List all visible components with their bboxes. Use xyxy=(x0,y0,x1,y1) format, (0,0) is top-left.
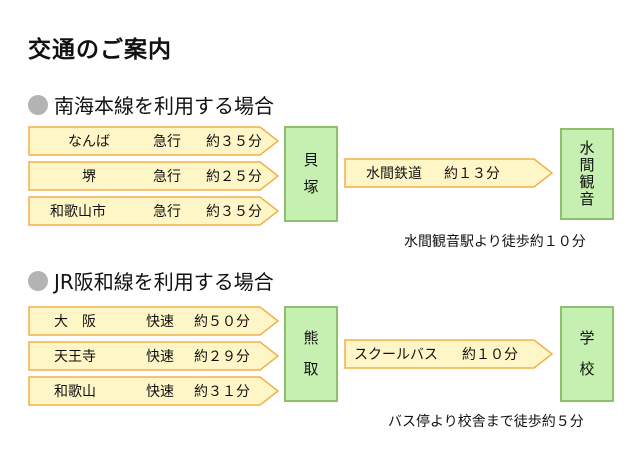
origin-station: 大 阪 xyxy=(54,314,96,330)
arrow-shape xyxy=(28,376,280,406)
station-char: 学 xyxy=(579,328,595,347)
connection-time: 約１０分 xyxy=(462,347,518,363)
origin-time: 約５０分 xyxy=(194,314,250,330)
arrow-shape xyxy=(28,341,280,371)
section-heading-jr: JR阪和線を利用する場合 xyxy=(28,266,274,295)
station-char: 間 xyxy=(579,155,595,174)
origin-service: 快速 xyxy=(146,384,174,400)
station-char: 観 xyxy=(579,173,595,191)
station-char: 熊 xyxy=(303,328,319,347)
origin-arrow-wakayama: 和歌山 快速 約３１分 xyxy=(28,376,280,406)
bullet-icon xyxy=(28,94,48,115)
origin-time: 約３５分 xyxy=(206,204,262,220)
origin-service: 快速 xyxy=(146,314,174,330)
walk-note: バス停より校舎まで徒歩約５分 xyxy=(388,414,584,430)
origin-station: 堺 xyxy=(82,169,96,185)
origin-arrow-tennoji: 天王寺 快速 約２９分 xyxy=(28,341,280,371)
origin-arrow-wakayamashi: 和歌山市 急行 約３５分 xyxy=(28,196,280,226)
connection-line: 水間鉄道 xyxy=(366,166,422,182)
arrow-shape xyxy=(28,126,280,156)
origin-station: なんば xyxy=(68,134,110,150)
section-heading-label: 南海本線を利用する場合 xyxy=(54,94,274,118)
origin-service: 急行 xyxy=(153,204,181,220)
section-heading-label: JR阪和線を利用する場合 xyxy=(54,270,274,294)
destination-mizuma-kannon: 水 間 観 音 xyxy=(560,128,614,220)
station-char: 音 xyxy=(579,190,595,209)
connection-time: 約１３分 xyxy=(444,166,500,182)
origin-time: 約２５分 xyxy=(206,169,262,185)
origin-station: 和歌山 xyxy=(54,384,96,400)
origin-time: 約３１分 xyxy=(194,384,250,400)
transfer-station-kaizuka: 貝 塚 xyxy=(284,126,338,222)
origin-time: 約３５分 xyxy=(206,134,262,150)
origin-arrow-namba: なんば 急行 約３５分 xyxy=(28,126,280,156)
origin-arrow-sakai: 堺 急行 約２５分 xyxy=(28,161,280,191)
connection-arrow-mizuma: 水間鉄道 約１３分 xyxy=(344,158,554,188)
origin-service: 快速 xyxy=(146,349,174,365)
origin-service: 急行 xyxy=(153,134,181,150)
connection-arrow-bus: スクールバス 約１０分 xyxy=(344,339,554,369)
arrow-shape xyxy=(344,339,554,369)
origin-service: 急行 xyxy=(153,169,181,185)
bullet-icon xyxy=(28,270,48,291)
origin-arrow-osaka: 大 阪 快速 約５０分 xyxy=(28,306,280,336)
arrow-shape xyxy=(28,161,280,191)
origin-time: 約２９分 xyxy=(194,349,250,365)
arrow-shape xyxy=(28,196,280,226)
arrow-shape xyxy=(344,158,554,188)
station-char: 塚 xyxy=(303,178,319,196)
station-char: 水 xyxy=(579,138,595,157)
page-title: 交通のご案内 xyxy=(28,37,172,63)
connection-line: スクールバス xyxy=(354,347,438,363)
walk-note: 水間観音駅より徒歩約１０分 xyxy=(404,234,586,250)
transfer-station-kumatori: 熊 取 xyxy=(284,306,338,402)
origin-station: 天王寺 xyxy=(54,349,96,365)
origin-station: 和歌山市 xyxy=(50,204,106,220)
arrow-shape xyxy=(28,306,280,336)
station-char: 校 xyxy=(579,360,595,378)
station-char: 貝 xyxy=(303,150,319,169)
section-heading-nankai: 南海本線を利用する場合 xyxy=(28,90,274,119)
destination-school: 学 校 xyxy=(560,306,614,402)
station-char: 取 xyxy=(303,360,319,378)
